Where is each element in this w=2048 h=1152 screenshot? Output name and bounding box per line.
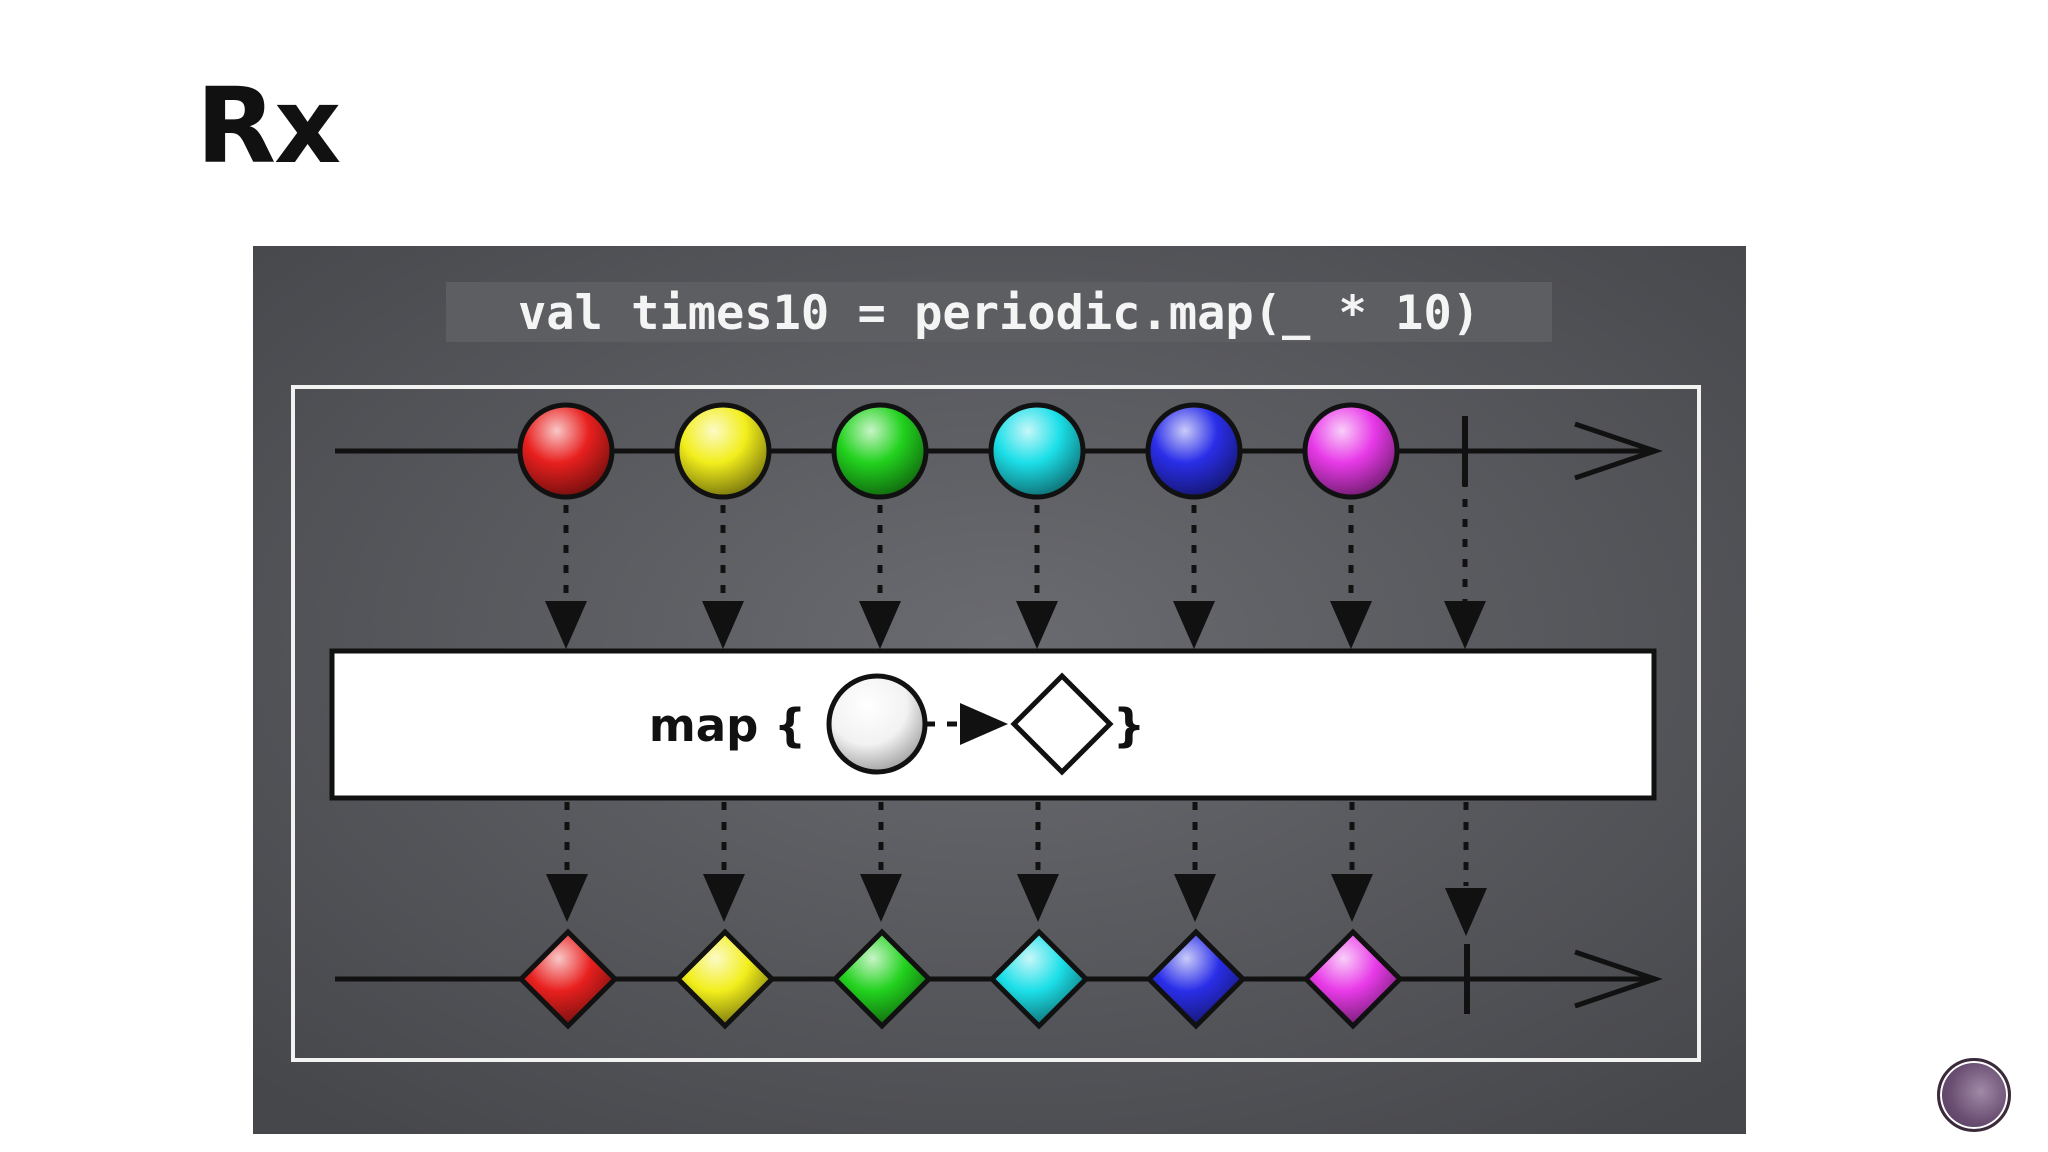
- operator-box: map { }: [329, 648, 1657, 801]
- input-marble-red: [517, 402, 615, 500]
- connector-upper-arrow-completion: [1444, 601, 1486, 649]
- operator-label: map {: [649, 699, 806, 752]
- connector-lower-arrow-1: [546, 874, 588, 922]
- connectors: [545, 479, 1487, 936]
- output-marble-green: [831, 928, 933, 1030]
- input-marble-cyan: [988, 402, 1086, 500]
- operator-arrow: [960, 703, 1008, 745]
- connector-upper-arrow-6: [1330, 601, 1372, 649]
- marble-diagram: val times10 = periodic.map(_ * 10) map {: [253, 246, 1746, 1134]
- connector-upper-arrow-5: [1173, 601, 1215, 649]
- completion-markers: [1462, 416, 1470, 1014]
- output-marbles: [517, 928, 1404, 1030]
- code-text: val times10 = periodic.map(_ * 10): [518, 286, 1480, 341]
- input-timeline-arrow: [1574, 421, 1663, 481]
- output-marble-yellow: [674, 928, 776, 1030]
- connector-upper-arrow-4: [1016, 601, 1058, 649]
- input-marble-magenta: [1302, 402, 1400, 500]
- output-marble-magenta: [1302, 928, 1404, 1030]
- slide-title: Rx: [196, 65, 341, 187]
- presenter-avatar-icon[interactable]: [1937, 1058, 2011, 1132]
- connector-lower-arrow-5: [1174, 874, 1216, 922]
- connector-lower-arrow-3: [860, 874, 902, 922]
- marble-diagram-svg: val times10 = periodic.map(_ * 10) map {: [253, 246, 1746, 1134]
- connector-lower-arrow-2: [703, 874, 745, 922]
- operator-output-diamond: [1010, 672, 1114, 776]
- connector-upper-arrow-2: [702, 601, 744, 649]
- output-marble-blue: [1145, 928, 1247, 1030]
- output-marble-cyan: [988, 928, 1090, 1030]
- connector-lower-arrow-completion: [1445, 888, 1487, 936]
- code-banner: [446, 282, 1552, 342]
- input-marble-yellow: [674, 402, 772, 500]
- output-marble-red: [517, 928, 619, 1030]
- input-marble-blue: [1145, 402, 1243, 500]
- connector-upper-arrow-3: [859, 601, 901, 649]
- operator-close: }: [1113, 699, 1145, 752]
- connector-lower-arrow-4: [1017, 874, 1059, 922]
- operator-input-circle: [826, 673, 928, 775]
- connector-upper-arrow-1: [545, 601, 587, 649]
- input-marble-green: [831, 402, 929, 500]
- input-marbles: [517, 402, 1400, 500]
- diagram-frame: [291, 385, 1701, 1062]
- output-timeline-arrow: [1574, 949, 1663, 1009]
- connector-lower-arrow-6: [1331, 874, 1373, 922]
